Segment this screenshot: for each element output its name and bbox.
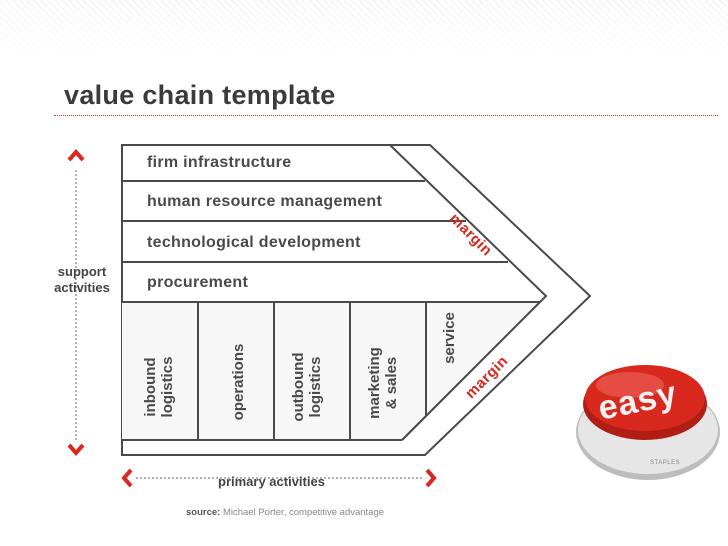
- primary-arrow-left-icon: [121, 468, 133, 488]
- title-divider: [54, 115, 718, 116]
- primary-item-service: service: [441, 312, 458, 364]
- support-activities-label: support activities: [54, 264, 110, 295]
- primary-item-inbound-logistics: inbound logistics: [142, 356, 176, 418]
- background-fade: [0, 0, 728, 60]
- support-item-firm-infrastructure: firm infrastructure: [147, 154, 292, 171]
- support-item-human-resource-management: human resource management: [147, 193, 383, 210]
- primary-item-outbound-logistics: outbound logistics: [290, 352, 324, 422]
- support-arrow-up-icon: [67, 148, 85, 162]
- primary-item-operations: operations: [230, 343, 247, 421]
- support-item-procurement: procurement: [147, 274, 249, 291]
- easy-button-brand: STAPLES: [650, 460, 681, 466]
- source-text: Michael Porter, competitive advantage: [222, 507, 385, 518]
- source-citation: source: Michael Porter, competitive adva…: [186, 507, 384, 518]
- page-title: value chain template: [64, 80, 336, 110]
- primary-activities-label: primary activities: [218, 474, 325, 489]
- source-prefix: source:: [186, 507, 221, 518]
- support-arrow-down-icon: [67, 443, 85, 457]
- primary-item-marketing-sales: marketing & sales: [366, 347, 400, 419]
- primary-column-dividers: [122, 302, 427, 441]
- primary-arrow-right-icon: [425, 468, 437, 488]
- easy-button-image: [576, 365, 720, 480]
- support-item-technological-development: technological development: [147, 234, 361, 251]
